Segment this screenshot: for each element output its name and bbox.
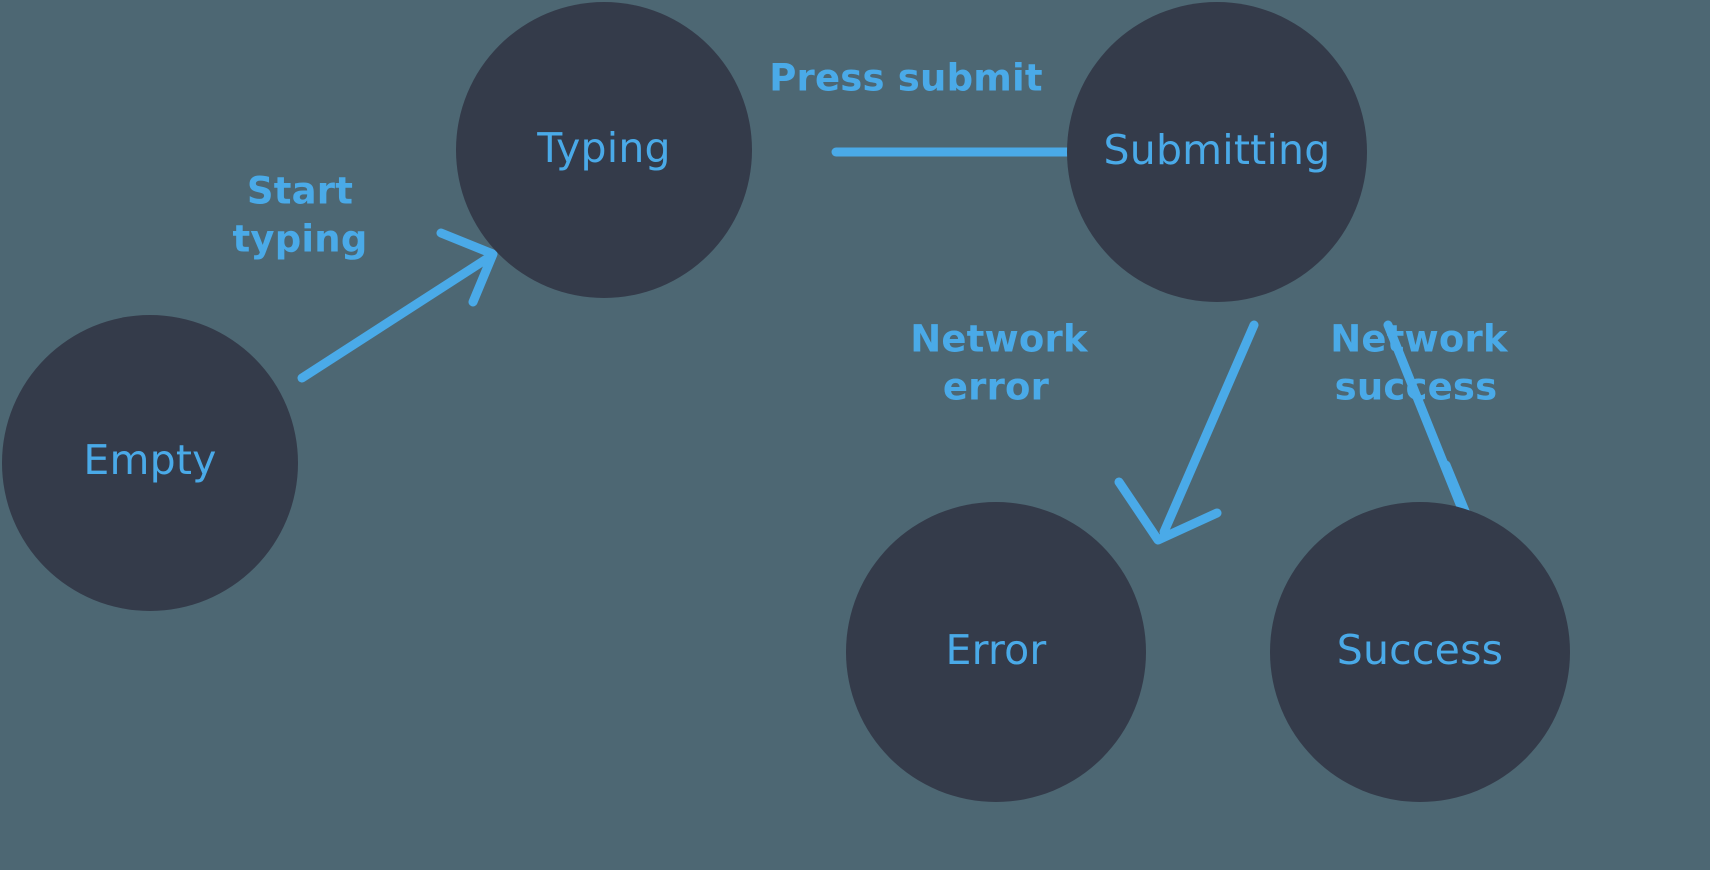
state-label-typing: Typing xyxy=(536,124,671,172)
state-circle-submitting[interactable] xyxy=(1067,2,1367,302)
state-circle-error[interactable] xyxy=(846,502,1146,802)
state-circle-empty[interactable] xyxy=(2,315,298,611)
edge-label-start-typing-line-2: typing xyxy=(233,218,368,261)
edge-empty-to-typing xyxy=(297,228,498,383)
edge-submitting-to-error xyxy=(1114,320,1259,545)
state-circle-typing[interactable] xyxy=(456,2,752,298)
state-node-typing[interactable]: Typing xyxy=(456,2,752,298)
state-label-success: Success xyxy=(1337,626,1503,674)
edge-empty-to-typing-line xyxy=(297,253,493,383)
edge-label-network-error-line-1: Network xyxy=(910,318,1089,361)
state-node-submitting[interactable]: Submitting xyxy=(1067,2,1367,302)
edge-label-network-success-line-1: Network xyxy=(1330,318,1509,361)
edge-empty-to-typing-arrowhead xyxy=(436,228,498,307)
edge-label-start-typing-line-1: Start xyxy=(247,170,353,213)
edge-label-start-typing: Start typing xyxy=(233,170,368,261)
edge-label-network-error: Network error xyxy=(910,318,1089,409)
state-label-error: Error xyxy=(946,626,1047,674)
state-node-success[interactable]: Success xyxy=(1270,502,1570,802)
edge-label-press-submit: Press submit xyxy=(769,57,1043,100)
edge-submitting-to-error-arrowhead xyxy=(1114,477,1222,545)
edge-label-network-success: Network success xyxy=(1330,318,1509,409)
edge-label-network-success-line-2: success xyxy=(1335,366,1498,409)
state-circle-success[interactable] xyxy=(1270,502,1570,802)
edge-label-press-submit-line-1: Press submit xyxy=(769,57,1043,100)
edge-submitting-to-error-line xyxy=(1159,320,1259,537)
state-node-empty[interactable]: Empty xyxy=(2,315,298,611)
edge-label-network-error-line-2: error xyxy=(943,366,1050,409)
state-node-error[interactable]: Error xyxy=(846,502,1146,802)
state-label-submitting: Submitting xyxy=(1104,126,1331,174)
state-label-empty: Empty xyxy=(83,436,216,484)
